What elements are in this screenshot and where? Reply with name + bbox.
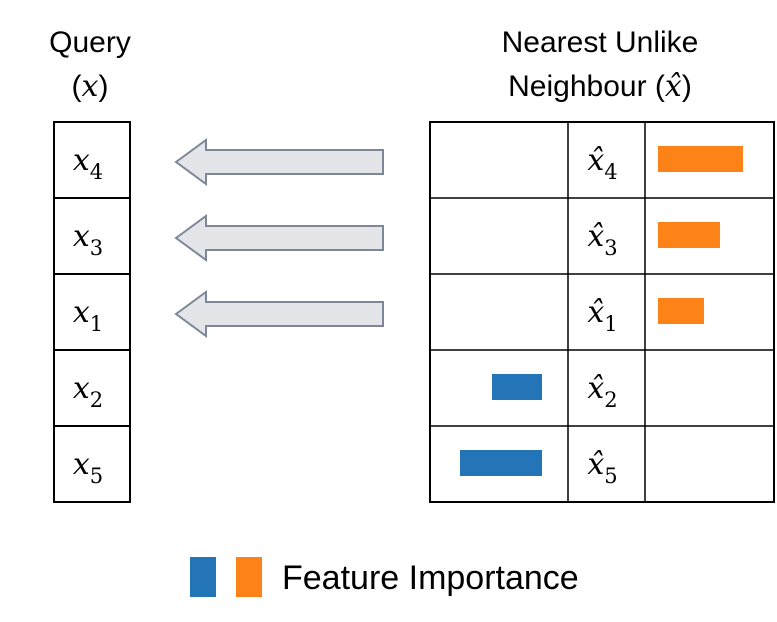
nun-title-line1: Nearest Unlike bbox=[502, 26, 699, 59]
nun-cell-label: x̂2 bbox=[587, 371, 617, 412]
query-title: Query bbox=[49, 26, 131, 59]
importance-bar-blue bbox=[460, 450, 542, 476]
importance-bar-orange bbox=[658, 298, 704, 324]
left-arrow bbox=[174, 138, 384, 186]
nun-title-line2: Neighbour (x̂) bbox=[508, 69, 692, 104]
query-cell-label: x5 bbox=[73, 447, 103, 488]
nun-cell-label: x̂3 bbox=[587, 219, 617, 260]
nun-cell-label: x̂4 bbox=[587, 143, 617, 184]
importance-bar-orange bbox=[658, 146, 743, 172]
legend-swatch-blue bbox=[190, 557, 216, 597]
importance-bar-orange bbox=[658, 222, 720, 248]
nun-cell-label: x̂1 bbox=[587, 295, 617, 336]
query-cell bbox=[53, 197, 131, 275]
query-cell bbox=[53, 121, 131, 199]
left-arrow bbox=[174, 214, 384, 262]
legend-swatch-orange bbox=[236, 557, 262, 597]
nun-table-border bbox=[429, 121, 775, 503]
query-cell-label: x4 bbox=[73, 143, 103, 184]
query-cell bbox=[53, 273, 131, 351]
query-table: x4 x3 x1 x2 x5 bbox=[53, 121, 131, 503]
query-cell-label: x3 bbox=[73, 219, 103, 260]
left-arrow bbox=[174, 290, 384, 338]
legend-label: Feature Importance bbox=[282, 559, 579, 597]
arrows-group bbox=[174, 138, 384, 338]
nun-cell-label: x̂5 bbox=[587, 447, 617, 488]
importance-bar-blue bbox=[492, 374, 542, 400]
query-cell bbox=[53, 349, 131, 427]
query-cell-label: x1 bbox=[73, 295, 103, 336]
query-cell-label: x2 bbox=[73, 371, 103, 412]
query-symbol: (x) bbox=[72, 69, 109, 104]
nun-table: x̂4 x̂3 x̂1 x̂2 x̂5 bbox=[429, 121, 775, 503]
query-cell bbox=[53, 425, 131, 503]
